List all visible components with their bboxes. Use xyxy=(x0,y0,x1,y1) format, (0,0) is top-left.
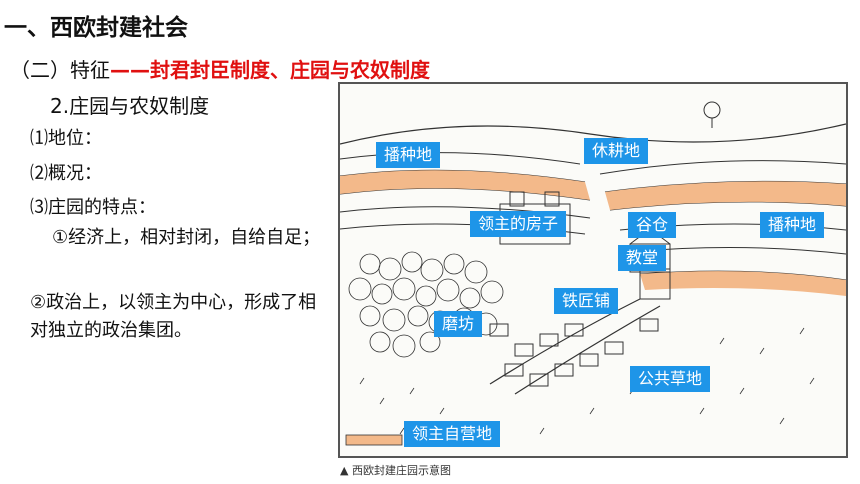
point-politics: ②政治上，以领主为中心，形成了相对独立的政治集团。 xyxy=(30,292,317,341)
label-common: 公共草地 xyxy=(630,366,711,392)
field-strip-orange xyxy=(640,271,846,296)
label-blacksmith: 铁匠铺 xyxy=(554,288,619,314)
label-demesne: 领主自营地 xyxy=(404,421,501,447)
label-mill: 磨坊 xyxy=(434,311,483,337)
figure-caption: ▲ 西欧封建庄园示意图 xyxy=(340,464,451,477)
subheading: （二）特征——封君封臣制度、庄园与农奴制度 xyxy=(10,54,430,83)
legend-swatch xyxy=(345,434,403,446)
subheading-highlight: ——封君封臣制度、庄园与农奴制度 xyxy=(110,58,430,82)
section-title: 2.庄园与农奴制度 xyxy=(50,94,210,118)
field-strip-orange xyxy=(340,170,590,200)
label-fallow: 休耕地 xyxy=(584,138,649,164)
label-granary: 谷仓 xyxy=(628,212,677,238)
label-lord-house: 领主的房子 xyxy=(470,211,567,237)
label-church: 教堂 xyxy=(618,245,667,271)
label-sown-right: 播种地 xyxy=(760,212,825,238)
subheading-prefix: （二）特征 xyxy=(10,58,110,82)
item-overview: ⑵概况： xyxy=(30,163,102,184)
item-features: ⑶庄园的特点： xyxy=(30,197,156,218)
manor-illustration: 播种地 休耕地 领主的房子 谷仓 播种地 教堂 铁匠铺 磨坊 公共草地 领主自营… xyxy=(338,82,848,458)
item-status: ⑴地位： xyxy=(30,128,102,149)
point-economy: ①经济上，相对封闭，自给自足； xyxy=(52,227,321,248)
page-title: 一、西欧封建社会 xyxy=(4,15,188,41)
label-sown-left: 播种地 xyxy=(376,142,441,168)
field-strip-orange xyxy=(605,181,846,210)
